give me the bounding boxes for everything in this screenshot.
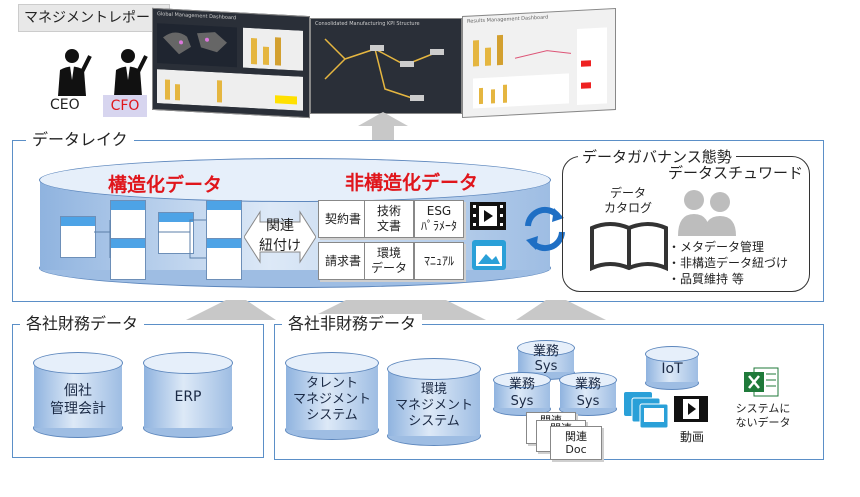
- excel-icon: [744, 367, 779, 397]
- env-data-doc: 環境 データ: [364, 242, 414, 280]
- up-arrow-lake-to-report: [358, 112, 408, 140]
- talent-management-db: タレント マネジメント システム: [285, 352, 379, 440]
- link-label: 関連 紐付け: [259, 218, 301, 254]
- governance-bullet-2: ・非構造データ紐づけ: [668, 256, 789, 270]
- finance-data-label: 各社財務データ: [20, 314, 145, 334]
- link-double-arrow: [244, 210, 316, 264]
- up-arrow-sources-to-lake: [186, 300, 606, 320]
- ceo-person-icon: [58, 49, 92, 96]
- business-sys-db-right: 業務 Sys: [559, 372, 617, 416]
- invoice-doc: 請求書: [318, 242, 368, 280]
- governance-title: データガバナンス態勢: [578, 146, 736, 167]
- business-sys-db-left: 業務 Sys: [493, 372, 551, 416]
- video-label: 動画: [680, 430, 705, 444]
- image-icon: [472, 240, 506, 270]
- environment-management-db: 環境 マネジメント システム: [387, 358, 481, 446]
- nonfinance-data-label: 各社非財務データ: [282, 314, 423, 334]
- governance-bullet-3: ・品質維持 等: [668, 272, 744, 286]
- data-table-icon: [206, 238, 242, 280]
- erp-db: ERP: [143, 352, 233, 438]
- book-icon: [590, 222, 668, 272]
- governance-bullet-1: ・メタデータ管理: [668, 240, 765, 254]
- non-system-data-label: システムに ないデータ: [735, 402, 791, 429]
- data-catalog-label: データ カタログ: [603, 186, 652, 215]
- data-table-icon: [206, 200, 242, 242]
- business-sys-db-top: 業務 Sys: [517, 340, 575, 380]
- tech-doc: 技術 文書: [364, 200, 414, 238]
- image-stack-icon: [624, 392, 669, 428]
- table-connectors: [94, 219, 206, 259]
- dashboard-center: Consolidated Manufacturing KPI Structure: [310, 18, 462, 114]
- data-table-icon: [158, 212, 194, 254]
- manual-doc: ﾏﾆｭｱﾙ: [414, 242, 464, 280]
- structured-data-title: 構造化データ: [108, 174, 223, 196]
- esg-doc: ESG ﾊﾟﾗﾒｰﾀ: [414, 200, 464, 238]
- video-icon: [470, 202, 506, 230]
- iot-db: IoT: [645, 346, 699, 390]
- data-lake-label: データレイク: [26, 130, 134, 150]
- data-steward-label: データスチュワード: [668, 164, 804, 182]
- video-icon-small: [674, 396, 708, 422]
- management-accounting-db: 個社 管理会計: [33, 352, 123, 438]
- cfo-label: CFO: [103, 95, 147, 117]
- unstructured-data-title: 非構造化データ: [345, 172, 479, 194]
- people-icon: [678, 190, 736, 236]
- dashboard-right: Results Management Dashboard: [462, 7, 616, 119]
- data-table-icon: [60, 216, 96, 258]
- sync-icon: [525, 206, 565, 252]
- nonfinance-data-section: [274, 324, 824, 460]
- related-doc-front: 関連 Doc: [550, 426, 602, 460]
- contract-doc: 契約書: [318, 200, 368, 238]
- ceo-label: CEO: [50, 97, 80, 113]
- dashboard-left: Global Management Dashboard: [152, 7, 310, 119]
- data-table-icon: [110, 238, 146, 280]
- cfo-person-icon: [114, 49, 148, 96]
- management-report-label: マネジメントレポート: [18, 4, 170, 32]
